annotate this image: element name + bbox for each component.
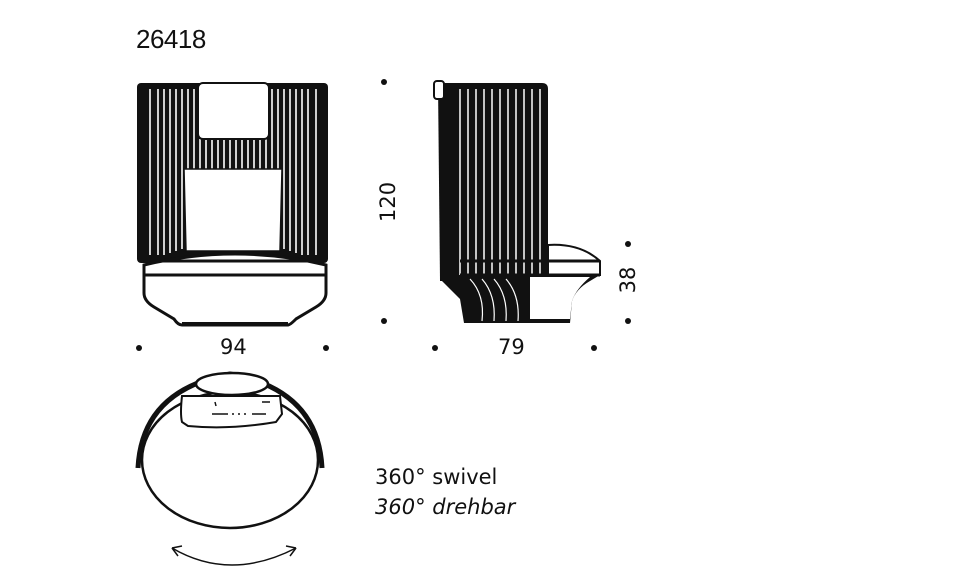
swivel-note-german: 360° drehbar [375, 495, 516, 519]
chair-side-view-drawing [433, 80, 601, 323]
dimension-marker [591, 345, 597, 351]
model-number: 26418 [136, 24, 206, 54]
swivel-note: 360° swivel 360° drehbar [375, 462, 515, 522]
front-width-label: 94 [220, 335, 247, 359]
side-depth-label: 79 [498, 335, 525, 359]
chair-front-view-drawing [137, 82, 328, 327]
seat-height-label: 38 [616, 266, 640, 294]
front-height-label: 120 [376, 181, 400, 222]
dimension-marker [625, 318, 631, 324]
dimension-marker [381, 79, 387, 85]
dimension-marker [136, 345, 142, 351]
swivel-arrow-icon [171, 545, 297, 566]
dimension-marker [323, 345, 329, 351]
dimension-marker [432, 345, 438, 351]
chair-top-view-drawing [135, 371, 325, 566]
dimension-marker [625, 241, 631, 247]
swivel-note-english: 360° swivel [375, 465, 498, 489]
dimension-marker [381, 318, 387, 324]
